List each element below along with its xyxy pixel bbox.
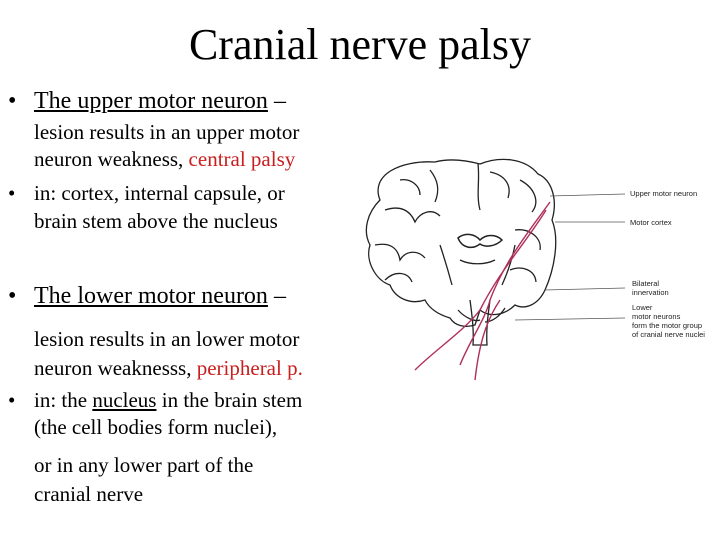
lower-location-line-1: in: the nucleus in the brain stem — [34, 387, 302, 413]
label-lower: Lower — [632, 303, 653, 312]
lower-motor-neuron-heading: The lower motor neuron – — [34, 281, 286, 311]
leader-lines — [514, 193, 626, 321]
brain-section-diagram: Upper motor neuron Motor cortex Bilatera… — [365, 158, 705, 381]
label-cranial-nuclei: of cranial nerve nuclei — [632, 330, 705, 339]
motor-pathway-lines — [414, 201, 551, 381]
lower-line-1: lesion results in an lower motor — [34, 327, 300, 351]
bullet-glyph: • — [8, 88, 17, 114]
upper-line-2-text: neuron weakness, — [34, 147, 189, 171]
label-upper-motor-neuron: Upper motor neuron — [630, 189, 697, 198]
lower-line-2-text: neuron weaknesss, — [34, 356, 197, 380]
bullet-glyph: • — [8, 283, 17, 309]
brain-outline — [365, 158, 557, 346]
upper-location-line-1: in: cortex, internal capsule, or — [34, 181, 285, 205]
lower-line-2: neuron weaknesss, peripheral p. — [34, 355, 303, 381]
label-motor-group: form the motor group — [632, 321, 702, 330]
upper-motor-neuron-term: The upper motor neuron — [34, 88, 268, 114]
bullet-glyph: • — [8, 181, 16, 205]
nucleus-term: nucleus — [92, 388, 157, 412]
lower-location-line-3: or in any lower part of the — [34, 453, 254, 477]
label-innervation: innervation — [632, 288, 669, 297]
upper-line-1: lesion results in an upper motor — [34, 120, 300, 144]
heading-dash: – — [267, 88, 286, 114]
central-palsy-text: central palsy — [188, 147, 296, 171]
lower-location-line-2: (the cell bodies form nuclei), — [34, 415, 278, 439]
lower-location-line-4: cranial nerve — [34, 482, 144, 506]
upper-location-line-2: brain stem above the nucleus — [34, 209, 278, 233]
label-motor-cortex: Motor cortex — [630, 218, 672, 227]
label-motor-neurons: motor neurons — [632, 312, 681, 321]
upper-motor-neuron-heading: The upper motor neuron – — [34, 86, 286, 116]
lower-location-post: in the brain stem — [156, 388, 303, 412]
label-bilateral: Bilateral — [632, 279, 659, 288]
upper-line-2: neuron weakness, central palsy — [34, 146, 295, 172]
lower-location-pre: in: the — [34, 388, 93, 412]
slide-title: Cranial nerve palsy — [188, 20, 532, 69]
peripheral-palsy-text: peripheral p. — [196, 356, 303, 380]
bullet-glyph: • — [8, 388, 16, 412]
heading-dash: – — [267, 283, 286, 309]
lower-motor-neuron-term: The lower motor neuron — [34, 283, 268, 309]
